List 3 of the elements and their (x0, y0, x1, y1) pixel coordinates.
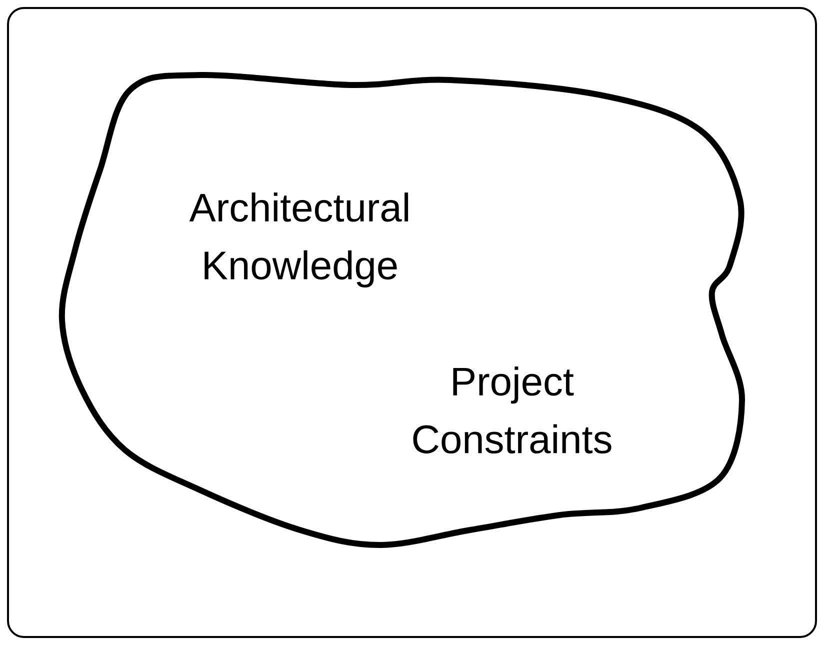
node-text: Project Constraints (413, 366, 612, 454)
node-text: Architectural Knowledge (189, 192, 408, 288)
cloud-shape (58, 72, 745, 548)
